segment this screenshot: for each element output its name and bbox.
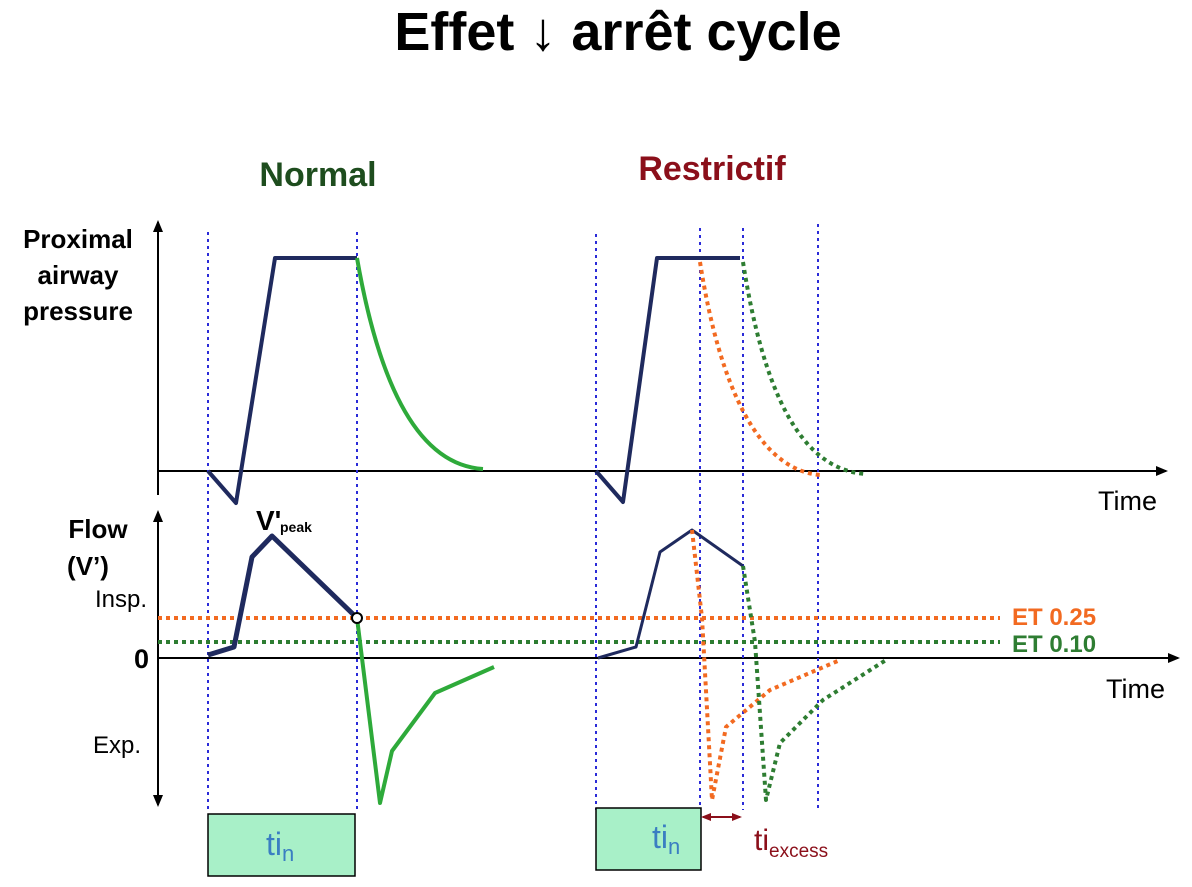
ti-normal-main: ti <box>266 826 282 862</box>
normal-panel-title: Normal <box>259 156 376 194</box>
et-025-label: ET 0.25 <box>1012 604 1096 631</box>
pressure-axes: Time <box>153 220 1168 516</box>
vpeak-main: V' <box>256 505 281 536</box>
pressure-axis-label: Proximal airway pressure <box>23 224 133 326</box>
flow-label-line-2: (V’) <box>67 551 109 581</box>
pressure-label-line-3: pressure <box>23 296 133 326</box>
normal-flow-expiration <box>355 617 495 805</box>
ti-normal-text: tin <box>266 826 294 866</box>
flow-axis-label: Flow (V’) <box>67 514 128 581</box>
normal-pressure-expiration <box>355 257 484 471</box>
restrictive-flow-et010-expiration <box>741 565 888 802</box>
flow-axes: Time <box>153 510 1180 807</box>
ti-excess-label: tiexcess <box>754 824 828 862</box>
ti-restrictive-main: ti <box>652 819 668 855</box>
normal-pressure-inspiration <box>206 256 357 505</box>
ti-normal-box-bg <box>207 813 356 877</box>
restrictive-flow-et025-expiration <box>690 529 841 802</box>
zero-label: 0 <box>134 644 149 674</box>
ti-normal-sub: n <box>282 841 294 866</box>
restrictive-panel-title: Restrictif <box>638 150 786 188</box>
restrictive-pressure-et010-decay <box>741 261 867 476</box>
exp-label: Exp. <box>93 732 141 759</box>
restrictive-pressure-inspiration <box>594 256 740 504</box>
ti-restrictive-text: tin <box>652 819 680 859</box>
vpeak-sub: peak <box>280 519 312 535</box>
ti-excess-main: ti <box>754 824 769 857</box>
et-010-label: ET 0.10 <box>1012 631 1096 658</box>
ti-excess-sub: excess <box>769 841 828 862</box>
flow-label-line-1: Flow <box>68 514 128 544</box>
restrictive-flow-inspiration <box>597 528 744 660</box>
ti-normal-box: tin <box>207 813 356 877</box>
restrictive-pressure-et025-decay <box>698 261 821 477</box>
pressure-x-axis-label: Time <box>1098 486 1157 516</box>
flow-x-axis-label: Time <box>1106 674 1165 704</box>
time-guide-lines <box>207 224 819 810</box>
ti-restrictive-box-bg <box>595 807 702 871</box>
vpeak-label: V' peak <box>256 505 312 536</box>
slide-title: Effet ↓ arrêt cycle <box>394 2 841 62</box>
normal-flow-inspiration <box>207 533 359 658</box>
pressure-label-line-2: airway <box>38 260 119 290</box>
insp-label: Insp. <box>95 586 147 613</box>
ti-restrictive-box: tin <box>595 807 702 871</box>
pressure-label-line-1: Proximal <box>23 224 133 254</box>
normal-cycle-point <box>351 612 363 624</box>
ti-restrictive-sub: n <box>668 834 680 859</box>
